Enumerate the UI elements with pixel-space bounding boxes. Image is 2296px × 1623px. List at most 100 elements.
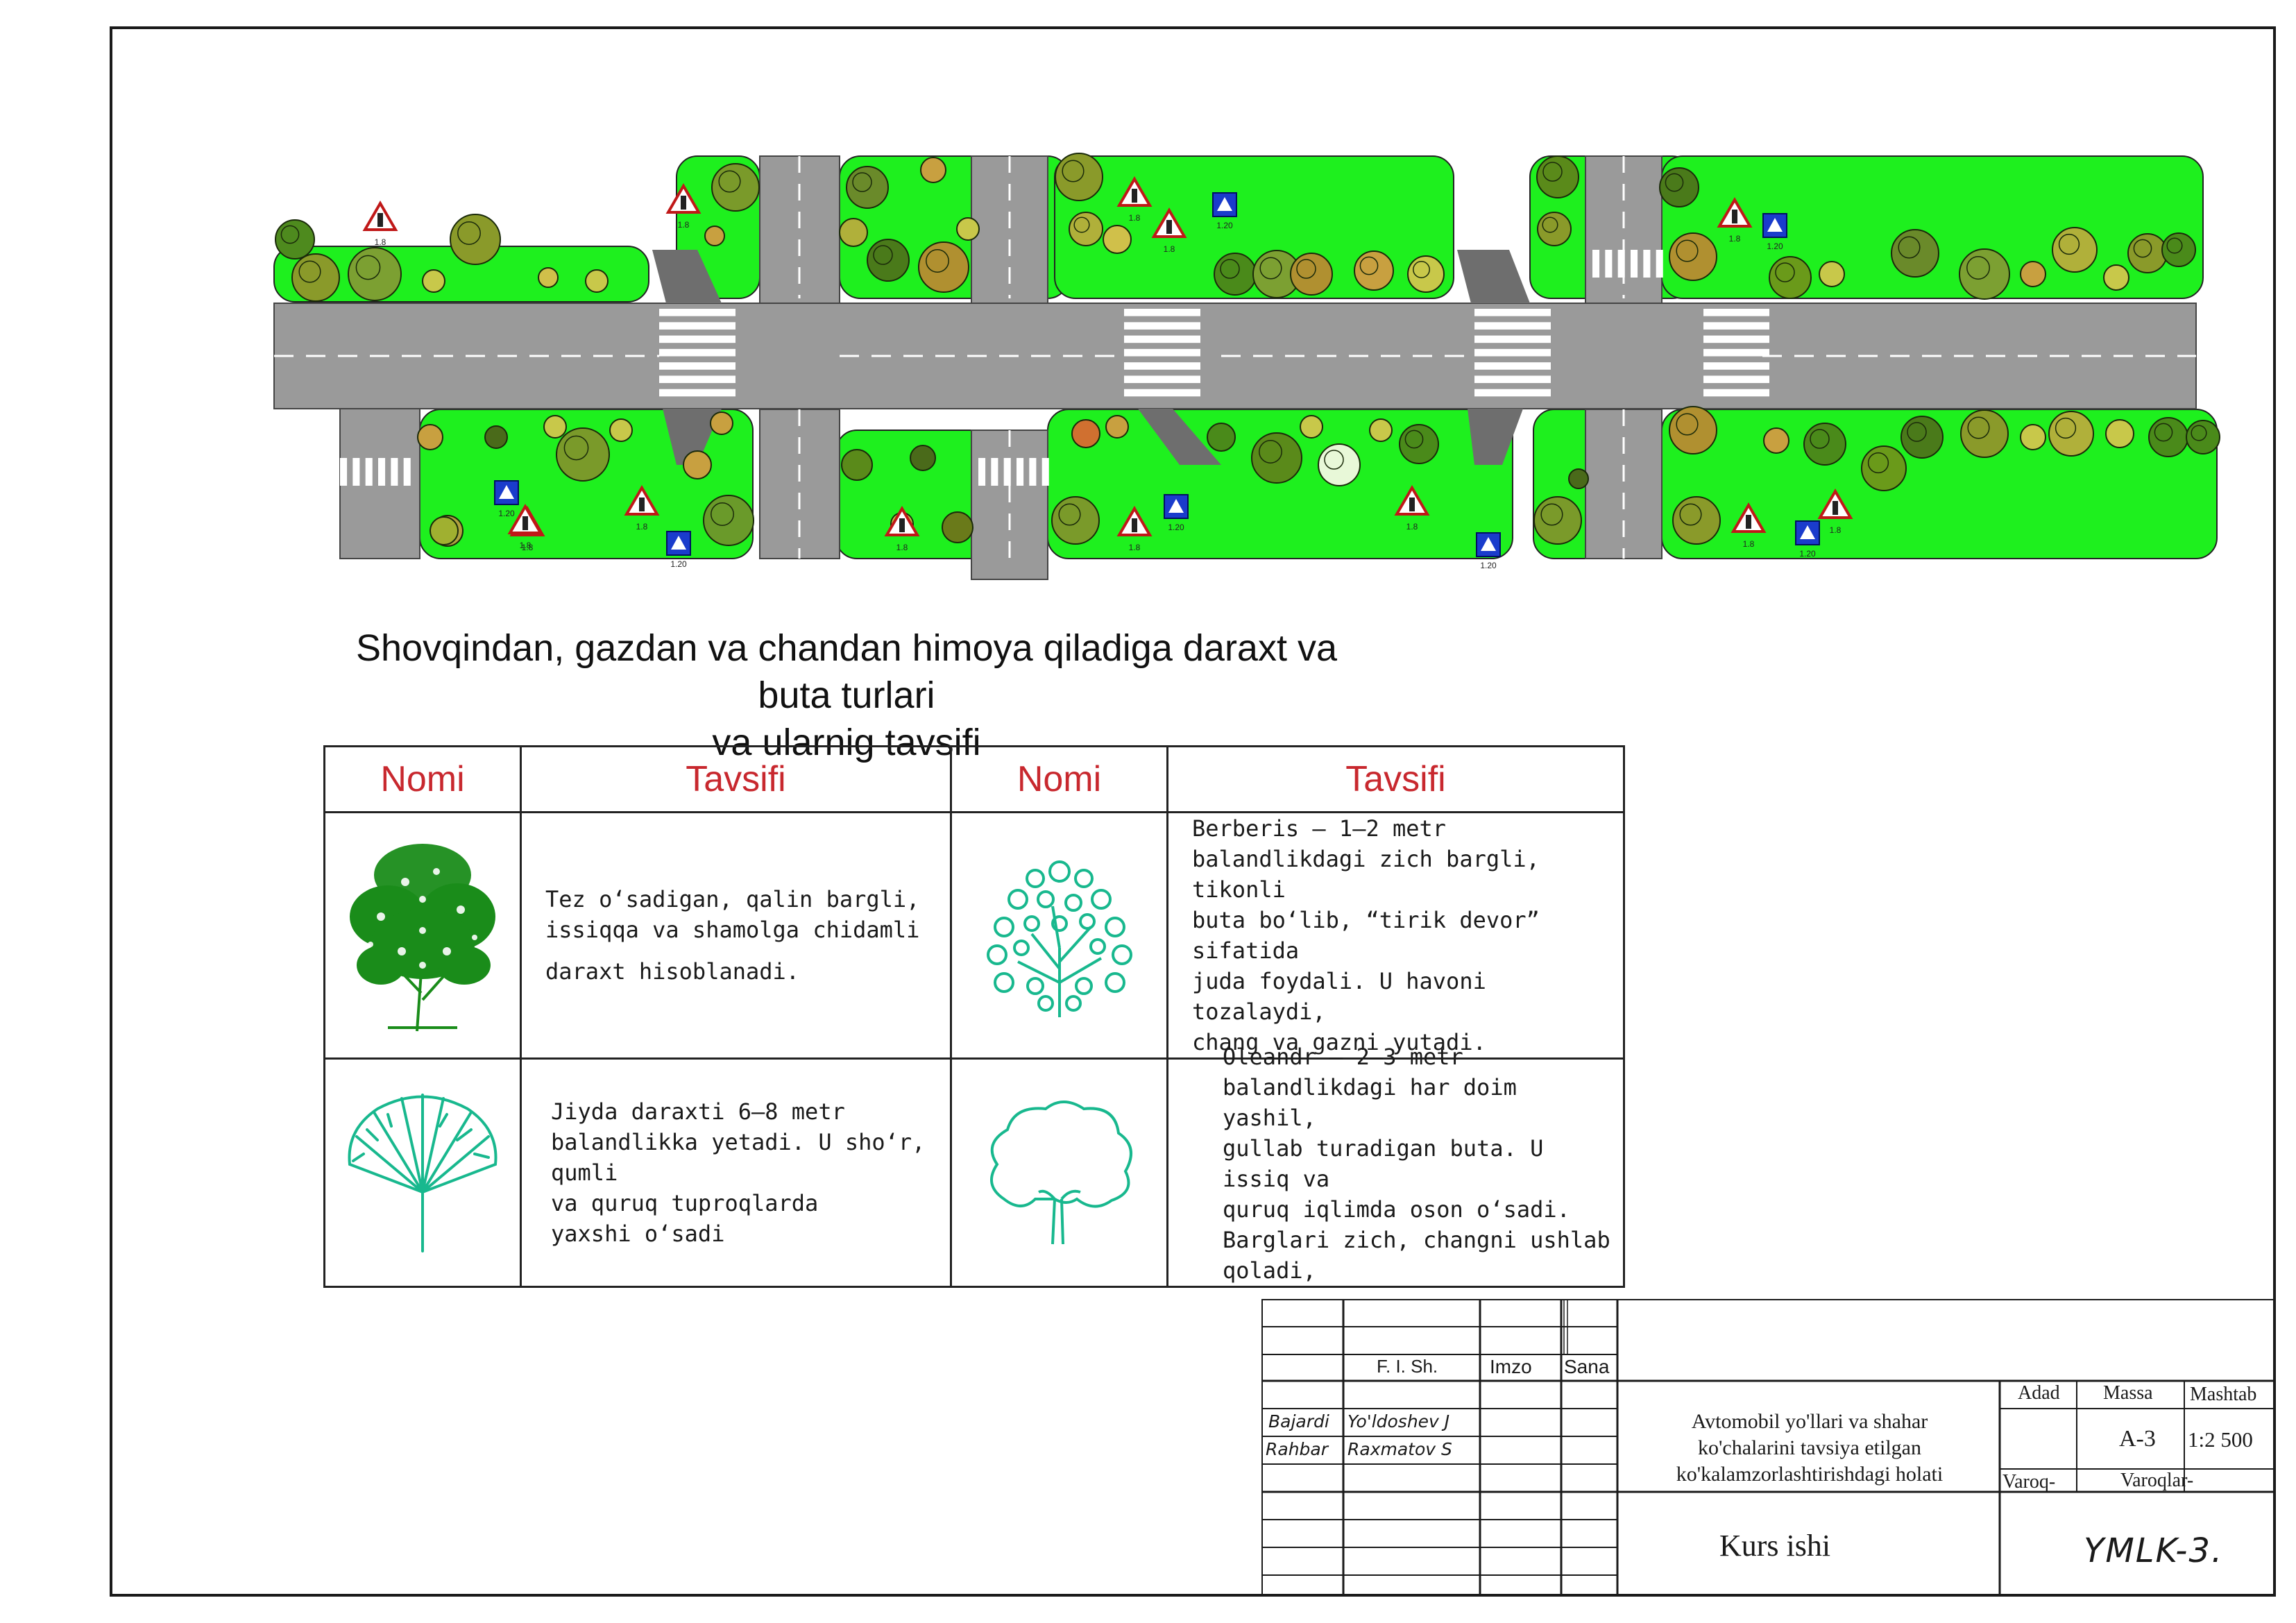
header-tavsifi-2: Tavsifi xyxy=(1166,745,1625,813)
tree xyxy=(839,218,868,247)
tree xyxy=(1290,253,1333,296)
crosswalk-stripe xyxy=(1003,458,1011,486)
tree xyxy=(2148,417,2188,457)
trees xyxy=(275,153,2220,547)
tree xyxy=(1055,153,1103,201)
tree xyxy=(956,217,980,241)
tree xyxy=(1300,415,1323,439)
tree xyxy=(556,427,610,482)
crosswalk-stripe xyxy=(1124,335,1200,343)
traffic-light-icon xyxy=(377,213,383,227)
desc-line: qoladi, xyxy=(1223,1257,1316,1284)
tree xyxy=(1251,432,1302,484)
tree xyxy=(1861,445,1907,491)
sign-label: 1.20 xyxy=(1767,241,1783,251)
tree xyxy=(1214,253,1257,296)
sign-label: 1.8 xyxy=(678,220,690,230)
tree-crown-detail xyxy=(1359,256,1379,275)
massa-label: Massa xyxy=(2103,1382,2153,1404)
tree-crown-detail xyxy=(280,225,300,244)
species-image-cell xyxy=(323,811,522,1060)
tree xyxy=(704,226,725,246)
sign-label: 1.20 xyxy=(1799,549,1816,559)
deciduous-tree-icon xyxy=(350,843,495,1031)
tree-crown-detail xyxy=(2166,237,2183,254)
turn-lane xyxy=(663,409,722,465)
pedestrian-icon xyxy=(499,485,514,499)
table-row: Tez o‘sadigan, qalin bargli, issiqqa va … xyxy=(323,811,1625,1060)
tree xyxy=(918,241,969,293)
tree-crown-detail xyxy=(1058,503,1081,526)
tree xyxy=(846,166,889,209)
tree xyxy=(422,269,445,293)
sign-label: 1.20 xyxy=(1168,522,1184,532)
tree-crown-detail xyxy=(1679,503,1702,526)
crosswalk-stripe xyxy=(1124,309,1200,316)
sign-label: 1.8 xyxy=(1729,234,1741,244)
crosswalk-stripe xyxy=(1124,348,1200,357)
tree-crown-detail xyxy=(1220,259,1240,279)
tree-crown-detail xyxy=(1259,440,1282,464)
desc-line: Jiyda daraxti 6–8 metr xyxy=(551,1098,845,1125)
species-image-cell xyxy=(323,1057,522,1288)
species-image-cell xyxy=(950,1057,1168,1288)
tree-crown-detail xyxy=(1062,160,1085,182)
crosswalk-stripe xyxy=(1703,389,1769,397)
tree-crown-detail xyxy=(1810,429,1830,449)
tree xyxy=(2048,411,2094,457)
crosswalk-stripe xyxy=(1474,362,1551,370)
crosswalk-stripe xyxy=(1474,322,1551,330)
green-lawn xyxy=(1054,155,1454,299)
tree-crown-detail xyxy=(852,172,872,192)
traffic-light-icon xyxy=(1166,220,1172,234)
work-type: Kurs ishi xyxy=(1719,1529,1831,1563)
traffic-light-icon xyxy=(1832,501,1838,515)
tree-crown-detail xyxy=(2058,233,2080,255)
sign-label: 1.8 xyxy=(636,522,648,532)
crosswalk-stripe xyxy=(340,458,348,486)
crosswalk-stripe xyxy=(1474,389,1551,397)
tree xyxy=(1659,167,1699,207)
tree xyxy=(1672,496,1721,545)
tree-crown-detail xyxy=(718,170,741,193)
heading-line-1: Shovqindan, gazdan va chandan himoya qil… xyxy=(356,627,1337,716)
cross-road xyxy=(971,430,1048,580)
species-table: Nomi Tavsifi Nomi Tavsifi xyxy=(323,745,1625,1288)
title-block-grid xyxy=(1261,1299,2276,1597)
tree xyxy=(1069,212,1103,246)
crosswalk-stripe xyxy=(659,348,735,357)
tree xyxy=(1105,415,1129,439)
drawing-code: YMLK-3. xyxy=(2084,1531,2224,1570)
crosswalk-stripe xyxy=(1703,348,1769,357)
sign-label: 1.20 xyxy=(1216,221,1233,230)
crosswalk-stripe xyxy=(1703,322,1769,330)
crosswalk-stripe xyxy=(1474,348,1551,357)
tree-crown-detail xyxy=(355,255,381,280)
sign-label: 1.8 xyxy=(375,237,386,247)
desc-line: va quruq tuproqlarda xyxy=(551,1190,819,1216)
tree xyxy=(2186,420,2220,454)
desc-line: buta bo‘lib, “tirik devor” sifatida xyxy=(1192,907,1540,964)
desc-line: gullab turadigan buta. U issiq va xyxy=(1223,1135,1544,1192)
sign-label: 1.8 xyxy=(1406,522,1418,532)
tree xyxy=(1318,443,1361,486)
tree xyxy=(910,445,936,471)
name-rahbar: Raxmatov S xyxy=(1347,1439,1452,1459)
species-description-cell: Tez o‘sadigan, qalin bargli, issiqqa va … xyxy=(520,811,952,1060)
tree-crown-detail xyxy=(1259,257,1282,280)
col-imzo-label: Imzo xyxy=(1490,1356,1532,1377)
shrub-icon xyxy=(986,860,1132,1017)
tree-crown-detail xyxy=(2133,239,2152,258)
crosswalk-stripe xyxy=(659,362,735,370)
tree-crown-detail xyxy=(926,249,949,273)
tree-crown-detail xyxy=(1775,262,1795,282)
role-rahbar: Rahbar xyxy=(1266,1439,1329,1459)
tree xyxy=(1900,416,1944,459)
sign-label: 1.20 xyxy=(498,509,515,518)
project-title: Avtomobil yo'llari va shahar ko'chalarin… xyxy=(1629,1409,1990,1488)
pedestrian-icon xyxy=(1481,537,1496,551)
desc-line: balandlikdagi zich bargli, tikonli xyxy=(1192,846,1540,903)
crosswalk-stripe xyxy=(1703,362,1769,370)
crosswalk-stripe xyxy=(403,458,411,486)
traffic-light-icon xyxy=(1746,515,1751,529)
